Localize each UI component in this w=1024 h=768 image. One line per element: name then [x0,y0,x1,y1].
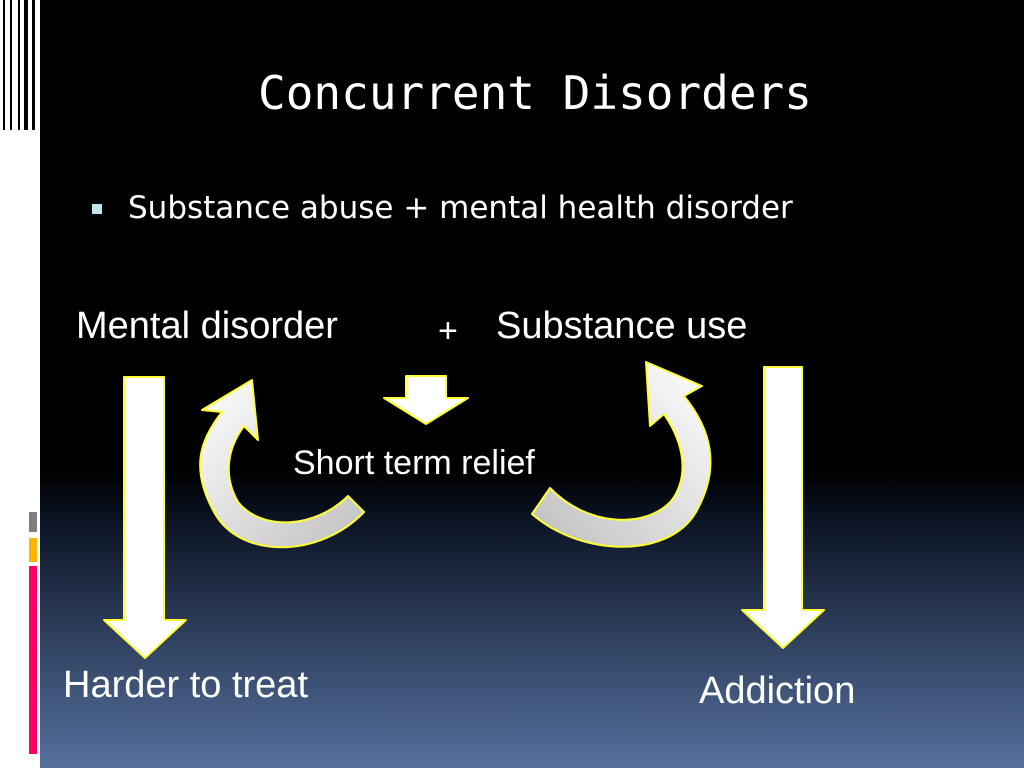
curved-arrow-relief-to-substance-use [531,361,712,548]
node-addiction: Addiction [699,670,856,712]
accent-gray [29,512,37,532]
decor-lines [3,0,35,130]
arrow-to-addiction [741,366,825,649]
bullet-text: Substance abuse + mental health disorder [128,190,793,226]
arrow-to-harder-to-treat [103,376,187,659]
accent-pink [29,566,37,754]
decor-line [10,0,12,130]
node-harder-to-treat: Harder to treat [63,664,308,706]
arrow-to-short-term-relief [383,375,469,425]
decor-line [18,0,20,130]
node-substance-use: Substance use [496,305,748,347]
decor-line [32,0,35,130]
square-bullet-icon [92,204,102,214]
node-mental-disorder: Mental disorder [76,305,338,347]
slide-title: Concurrent Disorders [258,66,812,120]
decor-line [3,0,5,130]
node-short-term-relief: Short term relief [293,444,535,482]
curved-arrow-relief-to-mental-disorder [199,379,365,549]
decor-line [24,0,28,130]
node-plus: + [438,312,458,350]
accent-orange [29,538,37,562]
